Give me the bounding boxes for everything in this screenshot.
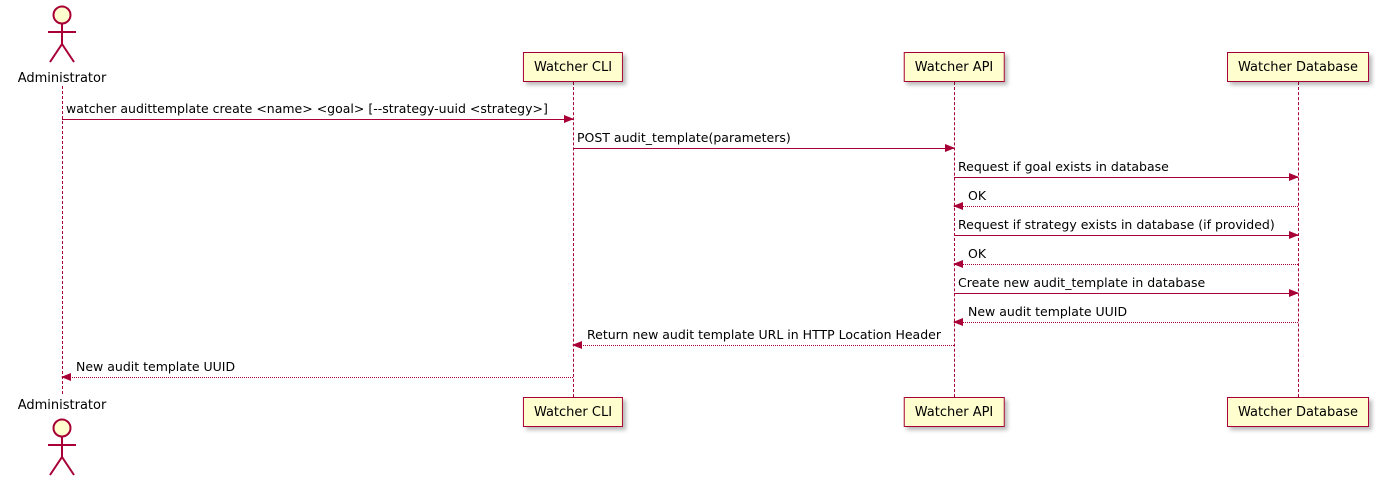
message-line <box>954 177 1298 178</box>
message-line <box>62 377 573 378</box>
arrowhead-left-icon <box>953 259 963 268</box>
message-line <box>954 206 1298 207</box>
message-label: New audit template UUID <box>968 304 1128 320</box>
lifeline-administrator <box>62 86 63 394</box>
message-line <box>954 293 1298 294</box>
message-label: Return new audit template URL in HTTP Lo… <box>587 327 941 343</box>
message-label: watcher audittemplate create <name> <goa… <box>66 101 548 117</box>
arrowhead-left-icon <box>953 317 963 326</box>
arrowhead-left-icon <box>953 201 963 210</box>
message-label: POST audit_template(parameters) <box>577 130 791 146</box>
arrowhead-right-icon <box>564 114 574 123</box>
arrowhead-right-icon <box>1289 172 1299 181</box>
message-line <box>62 119 573 120</box>
message-line <box>954 264 1298 265</box>
lifeline-watcher-api <box>954 82 955 397</box>
message-label: Request if strategy exists in database (… <box>958 217 1275 233</box>
message-label: OK <box>968 246 987 262</box>
message-label: Create new audit_template in database <box>958 275 1206 291</box>
arrowhead-left-icon <box>572 340 582 349</box>
lifeline-watcher-database <box>1298 82 1299 397</box>
arrowhead-right-icon <box>1289 288 1299 297</box>
actor-label-administrator-top: Administrator <box>17 71 107 86</box>
actor-administrator-top <box>39 4 85 66</box>
lifeline-watcher-cli <box>573 82 574 397</box>
arrowhead-right-icon <box>1289 230 1299 239</box>
actor-administrator-bottom <box>39 417 85 479</box>
participant-footer-watcher-cli[interactable]: Watcher CLI <box>522 397 624 427</box>
participant-header-watcher-cli[interactable]: Watcher CLI <box>522 52 624 82</box>
participant-header-watcher-api[interactable]: Watcher API <box>903 52 1005 82</box>
participant-footer-watcher-api[interactable]: Watcher API <box>903 397 1005 427</box>
message-label: New audit template UUID <box>76 359 236 375</box>
participant-footer-watcher-database[interactable]: Watcher Database <box>1227 397 1369 427</box>
participant-header-watcher-database[interactable]: Watcher Database <box>1227 52 1369 82</box>
message-line <box>954 235 1298 236</box>
message-line <box>573 345 954 346</box>
arrowhead-left-icon <box>61 372 71 381</box>
arrowhead-right-icon <box>945 143 955 152</box>
message-label: OK <box>968 188 987 204</box>
message-label: Request if goal exists in database <box>958 159 1169 175</box>
message-line <box>573 148 954 149</box>
actor-label-administrator-bottom: Administrator <box>17 398 107 413</box>
message-line <box>954 322 1298 323</box>
